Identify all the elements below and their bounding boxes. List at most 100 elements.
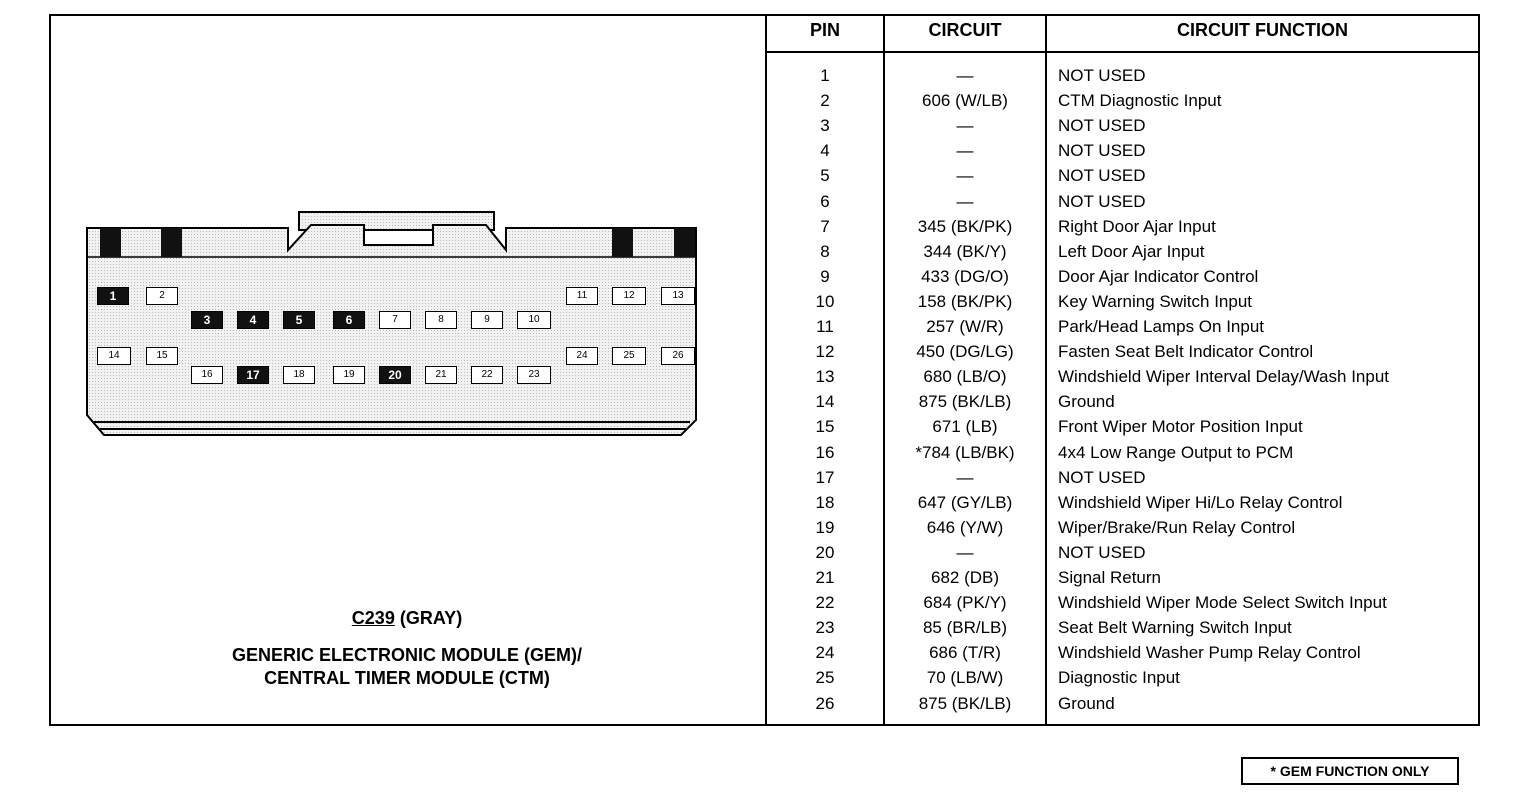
circuit-cell: 70 (LB/W)	[926, 668, 1004, 688]
pin-cell: 3	[820, 116, 830, 136]
circuit-cell: 646 (Y/W)	[926, 517, 1004, 537]
pin-cell: 12	[815, 342, 835, 362]
circuit-cell: —	[956, 66, 974, 85]
circuit-cell: 345 (BK/PK)	[917, 216, 1013, 236]
pin-cell: 11	[816, 317, 834, 336]
circuit-cell: 875 (BK/LB)	[918, 693, 1012, 713]
pin-cell: 14	[815, 392, 835, 412]
function-cell: Seat Belt Warning Switch Input	[1058, 618, 1292, 638]
pin-cell: 13	[815, 367, 835, 387]
pin-cell: 1	[820, 66, 830, 85]
connector-pin-18: 18	[283, 366, 315, 384]
connector-pin-21: 21	[425, 366, 457, 384]
table-row: 16 *784 (LB/BK) 4x4 Low Range Output to PC…	[767, 443, 1478, 468]
connector-pin-9: 9	[471, 311, 503, 329]
panel-divider	[765, 14, 767, 726]
header-circuit: CIRCUIT	[928, 20, 1002, 40]
function-cell: 4x4 Low Range Output to PCM	[1058, 442, 1294, 462]
pin-cell: 15	[815, 417, 835, 437]
table-row: 6—NOT USED	[767, 192, 1478, 217]
circuit-cell: *784 (LB/BK)	[915, 442, 1015, 462]
circuit-cell: 875 (BK/LB)	[918, 392, 1012, 412]
connector-pin-8: 8	[425, 311, 457, 329]
function-cell: Wiper/Brake/Run Relay Control	[1058, 517, 1296, 537]
column-rule-circuit	[1045, 14, 1047, 726]
pin-cell: 19	[815, 517, 835, 537]
function-cell: Signal Return	[1058, 568, 1162, 587]
connector-pin-24: 24	[566, 347, 598, 365]
connector-pin-14: 14	[97, 347, 131, 365]
function-cell: CTM Diagnostic Input	[1058, 91, 1222, 111]
circuit-cell: —	[956, 116, 974, 136]
pin-cell: 7	[820, 216, 830, 236]
function-cell: Ground	[1058, 392, 1115, 412]
pin-cell: 16	[815, 442, 835, 462]
connector-pin-2: 2	[146, 287, 178, 305]
circuit-cell: 344 (BK/Y)	[923, 241, 1007, 261]
table-row: 8 344 (BK/Y) Left Door Ajar Input	[767, 242, 1478, 267]
pin-cell: 8	[820, 241, 830, 261]
connector-pin-4: 4	[237, 311, 269, 329]
function-cell: NOT USED	[1058, 467, 1146, 487]
connector-pin-16: 16	[191, 366, 223, 384]
circuit-cell: 682 (DB)	[930, 568, 1000, 587]
table-row: 3—NOT USED	[767, 116, 1478, 141]
circuit-cell: 647 (GY/LB)	[917, 492, 1013, 512]
table-row: 10 158 (BK/PK) Key Warning Switch Input	[767, 292, 1478, 317]
connector-pin-5: 5	[283, 311, 315, 329]
column-rule-pin	[883, 14, 885, 726]
connector-pin-12: 12	[612, 287, 646, 305]
function-cell: NOT USED	[1058, 542, 1146, 562]
circuit-cell: —	[956, 166, 974, 186]
function-cell: Right Door Ajar Input	[1058, 216, 1216, 236]
connector-id: C239	[351, 608, 395, 628]
diagram-frame	[49, 14, 1480, 726]
circuit-cell: 85 (BR/LB)	[922, 618, 1008, 638]
circuit-cell: 671 (LB)	[932, 417, 998, 437]
connector-color: (GRAY)	[399, 608, 463, 628]
circuit-cell: 433 (DG/O)	[921, 266, 1009, 286]
circuit-cell: 606 (W/LB)	[922, 91, 1008, 111]
function-cell: Door Ajar Indicator Control	[1058, 266, 1259, 286]
circuit-cell: —	[956, 141, 974, 161]
circuit-cell: —	[956, 542, 974, 562]
connector-pin-11: 11	[566, 287, 598, 305]
table-row: 20—NOT USED	[767, 543, 1478, 568]
function-cell: Ground	[1058, 693, 1115, 713]
table-header-rule	[765, 51, 1480, 53]
function-cell: Key Warning Switch Input	[1058, 291, 1253, 311]
pin-cell: 10	[815, 291, 835, 311]
pin-cell: 25	[815, 668, 835, 688]
pin-cell: 5	[820, 166, 830, 186]
circuit-cell: —	[956, 467, 974, 487]
function-cell: Left Door Ajar Input	[1058, 241, 1205, 261]
circuit-cell: 680 (LB/O)	[923, 367, 1007, 387]
pin-cell: 9	[820, 266, 830, 286]
connector-pin-20: 20	[379, 366, 411, 384]
circuit-cell: 257 (W/R)	[926, 317, 1004, 336]
header-pin: PIN	[809, 20, 840, 40]
table-row: 19 646 (Y/W) Wiper/Brake/Run Relay Control	[767, 518, 1478, 543]
function-cell: NOT USED	[1058, 66, 1146, 85]
table-row: 1 — NOT USED	[767, 66, 1478, 91]
connector-pin-6: 6	[333, 311, 365, 329]
function-cell: NOT USED	[1058, 141, 1146, 161]
pin-cell: 23	[815, 618, 835, 638]
pin-cell: 22	[815, 593, 835, 613]
table-row: 17—NOT USED	[767, 468, 1478, 493]
pin-cell: 26	[815, 693, 835, 713]
pin-cell: 18	[815, 492, 835, 512]
circuit-cell: —	[956, 191, 974, 211]
pin-cell: 24	[815, 643, 835, 663]
connector-pin-26: 26	[661, 347, 695, 365]
pin-cell: 6	[820, 191, 830, 211]
circuit-cell: 158 (BK/PK)	[917, 291, 1013, 311]
connector-pin-19: 19	[333, 366, 365, 384]
table-row: 14 875 (BK/LB) Ground	[767, 392, 1478, 417]
